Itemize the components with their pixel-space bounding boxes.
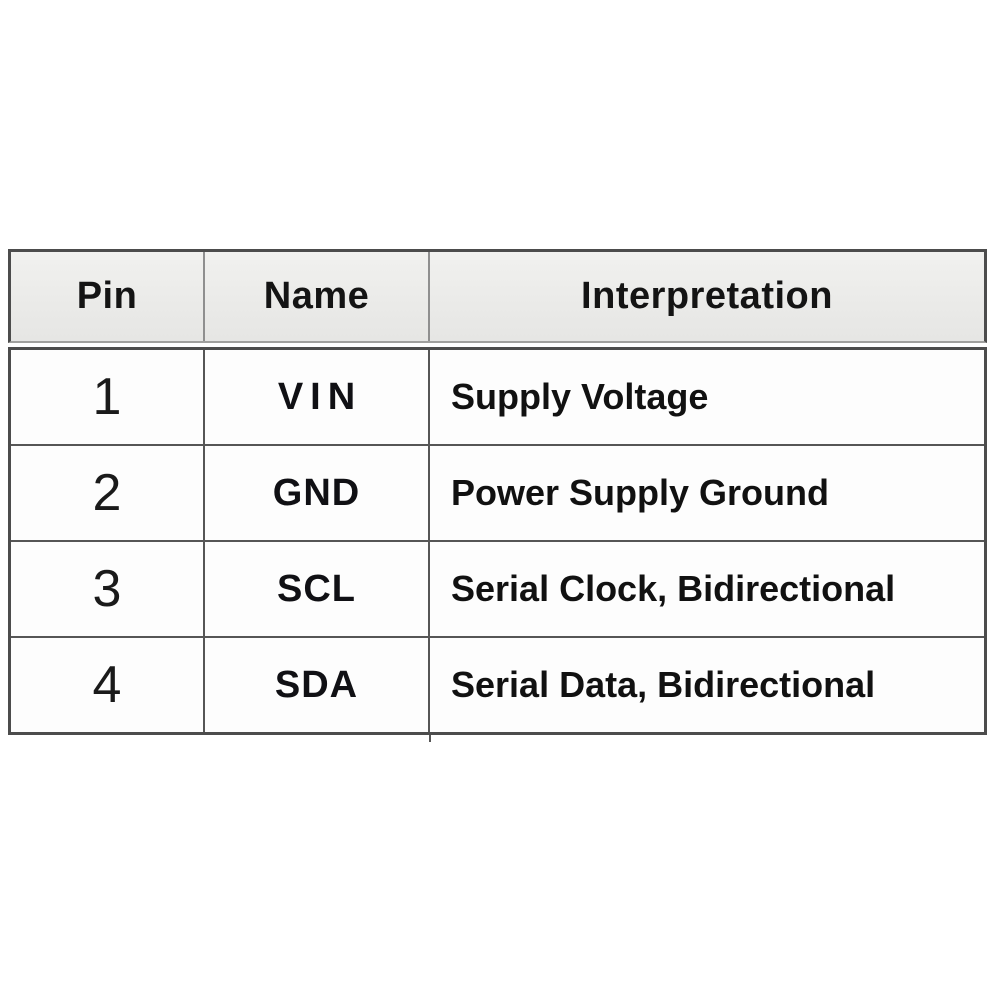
header-cell-name: Name: [205, 252, 430, 341]
pin-cell: 1: [11, 350, 205, 444]
table-row: 4 SDA Serial Data, Bidirectional: [11, 638, 984, 732]
name-cell: VIN: [205, 350, 430, 444]
pin-cell: 3: [11, 542, 205, 636]
header-cell-pin: Pin: [11, 252, 205, 341]
interpretation-cell: Serial Clock, Bidirectional: [451, 568, 896, 609]
interpretation-cell: Power Supply Ground: [451, 472, 830, 513]
table-row: 1 VIN Supply Voltage: [11, 350, 984, 446]
pin-cell: 2: [11, 446, 205, 540]
table-header-row: Pin Name Interpretation: [8, 249, 987, 343]
name-cell: SDA: [205, 638, 430, 732]
name-cell: GND: [205, 446, 430, 540]
pin-cell: 4: [11, 638, 205, 732]
interpretation-cell: Serial Data, Bidirectional: [451, 664, 876, 705]
interpretation-cell: Supply Voltage: [451, 376, 709, 417]
column-divider-tail: [429, 735, 431, 742]
header-cell-interpretation: Interpretation: [581, 275, 833, 317]
table-row: 2 GND Power Supply Ground: [11, 446, 984, 542]
name-cell: SCL: [205, 542, 430, 636]
table-row: 3 SCL Serial Clock, Bidirectional: [11, 542, 984, 638]
table-body: 1 VIN Supply Voltage 2 GND Power Supply …: [8, 347, 987, 735]
